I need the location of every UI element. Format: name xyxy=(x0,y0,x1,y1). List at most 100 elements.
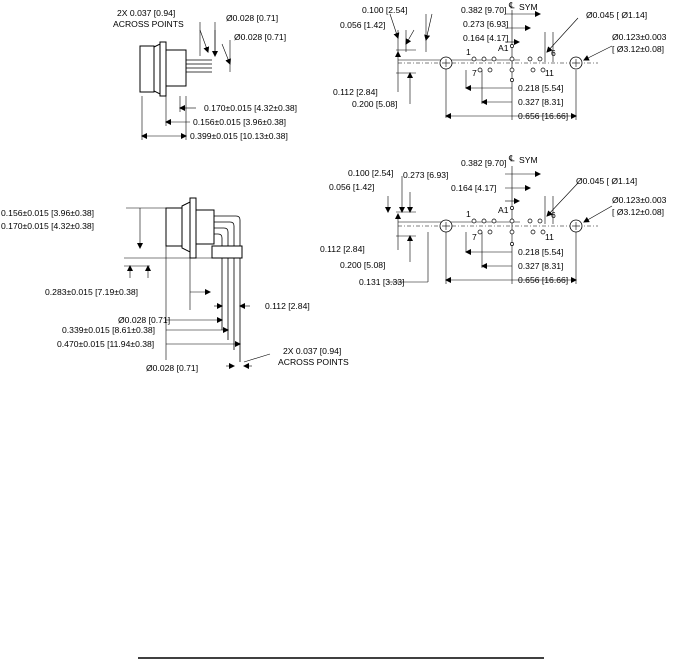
dim-0164-label: 0.164 [4.17] xyxy=(451,183,496,193)
pin-hole xyxy=(509,67,515,73)
footprint-view-2: 0.100 [2.54] 0.382 [9.70] 0.273 [6.93] 0… xyxy=(320,153,667,287)
pin-dia-label-2: Ø0.028 [0.71] xyxy=(146,363,198,373)
pin-hole xyxy=(527,56,533,62)
dim-0156-label: 0.156±0.015 [3.96±0.38] xyxy=(193,117,286,127)
connector-block xyxy=(165,49,187,87)
side-view-right-angle: 0.156±0.015 [3.96±0.38] 0.170±0.015 [4.3… xyxy=(1,197,349,373)
hole-small-label: Ø0.045 [ Ø1.14] xyxy=(576,176,637,186)
dim-0218-label: 0.218 [5.54] xyxy=(518,247,563,257)
dim-0112-label: 0.112 [2.84] xyxy=(265,301,310,311)
pin-11-label: 11 xyxy=(545,232,554,242)
across-points-label-2: ACROSS POINTS xyxy=(278,357,349,367)
sym-label: SYM xyxy=(519,155,538,165)
pin-hole xyxy=(527,218,533,224)
dim-0170-label: 0.170±0.015 [4.32±0.38] xyxy=(204,103,297,113)
connector-body xyxy=(139,45,155,93)
connector-shell xyxy=(181,201,191,253)
pin-hole xyxy=(487,67,493,73)
hole-large-label-2: [ Ø3.12±0.08] xyxy=(612,44,664,54)
pin-hole xyxy=(530,67,536,73)
sym-label: SYM xyxy=(519,2,538,12)
a1-label: A1 xyxy=(498,43,509,53)
dim-0218-label: 0.218 [5.54] xyxy=(518,83,563,93)
pin-hole xyxy=(509,229,515,235)
bent-pin xyxy=(214,221,235,350)
connector-flange xyxy=(159,41,167,97)
dim-0283-label: 0.283±0.015 [7.19±0.38] xyxy=(45,287,138,297)
pin-hole xyxy=(487,229,493,235)
pin-hole xyxy=(477,229,483,235)
dim-0273-label: 0.273 [6.93] xyxy=(403,170,448,180)
hole-large-label-2: [ Ø3.12±0.08] xyxy=(612,207,664,217)
pin-7-label: 7 xyxy=(472,232,477,242)
pin-hole xyxy=(510,206,514,210)
dim-0112-label: 0.112 [2.84] xyxy=(320,244,365,254)
connector-body xyxy=(165,207,183,247)
footprint-view-1: 0.100 [2.54] 0.056 [1.42] 0.382 [9.70] 0… xyxy=(333,0,667,121)
dim-0273-label: 0.273 [6.93] xyxy=(463,19,508,29)
dim-0327-label: 0.327 [8.31] xyxy=(518,97,563,107)
dim-0156-label: 0.156±0.015 [3.96±0.38] xyxy=(1,208,94,218)
dim-0056-label: 0.056 [1.42] xyxy=(340,20,385,30)
pin-7-label: 7 xyxy=(472,68,477,78)
a1-label: A1 xyxy=(498,205,509,215)
dim-0056-label: 0.056 [1.42] xyxy=(329,182,374,192)
pin-6-label: 6 xyxy=(551,210,556,220)
pin-hole xyxy=(481,218,487,224)
dim-0327-label: 0.327 [8.31] xyxy=(518,261,563,271)
across-points-label-1: 2X 0.037 [0.94] xyxy=(283,346,341,356)
pin-dia-label-1: Ø0.028 [0.71] xyxy=(226,13,278,23)
bent-pin xyxy=(214,233,223,330)
pin-hole xyxy=(491,218,497,224)
hole-large-label-1: Ø0.123±0.003 xyxy=(612,195,667,205)
dim-0112-label: 0.112 [2.84] xyxy=(333,87,378,97)
dim-0656-label: 0.656 [16.66] xyxy=(518,111,568,121)
pin-hole xyxy=(510,242,514,246)
connector-flange xyxy=(189,197,197,259)
pin-hole xyxy=(471,218,477,224)
bent-pin xyxy=(214,227,229,340)
dim-0164-label: 0.164 [4.17] xyxy=(463,33,508,43)
pin-hole xyxy=(537,56,543,62)
hole-small-label: Ø0.045 [ Ø1.14] xyxy=(586,10,647,20)
cl-symbol: ℄ xyxy=(508,153,515,163)
pin-hole xyxy=(540,67,546,73)
dim-0339-label: 0.339±0.015 [8.61±0.38] xyxy=(62,325,155,335)
across-points-label-2: ACROSS POINTS xyxy=(113,19,184,29)
dim-0100-label: 0.100 [2.54] xyxy=(348,168,393,178)
cl-symbol: ℄ xyxy=(508,0,515,10)
pin-hole xyxy=(481,56,487,62)
pin-hole xyxy=(477,67,483,73)
pin-hole xyxy=(509,218,515,224)
across-points-label-1: 2X 0.037 [0.94] xyxy=(117,8,175,18)
pin-hole xyxy=(491,56,497,62)
connector-block xyxy=(195,209,215,245)
pin-11-label: 11 xyxy=(545,68,554,78)
pin-hole xyxy=(537,218,543,224)
dim-0100-label: 0.100 [2.54] xyxy=(362,5,407,15)
pin-6-label: 6 xyxy=(551,48,556,58)
pin-hole xyxy=(471,56,477,62)
pin-1-label: 1 xyxy=(466,47,471,57)
bent-pin xyxy=(214,215,241,362)
pin-hole xyxy=(509,56,515,62)
dim-0382-label: 0.382 [9.70] xyxy=(461,158,506,168)
side-view-straight: 2X 0.037 [0.94] ACROSS POINTS Ø0.028 [0.… xyxy=(113,8,297,141)
pin-dia-label-2: Ø0.028 [0.71] xyxy=(234,32,286,42)
dim-0200-label: 0.200 [5.08] xyxy=(340,260,385,270)
dim-0131-label: 0.131 [3.33] xyxy=(359,277,404,287)
pin-dia-label: Ø0.028 [0.71] xyxy=(118,315,170,325)
dim-0200-label: 0.200 [5.08] xyxy=(352,99,397,109)
dim-0399-label: 0.399±0.015 [10.13±0.38] xyxy=(190,131,288,141)
pin-guide xyxy=(211,245,243,259)
pin-hole xyxy=(510,44,514,48)
pin-1-label: 1 xyxy=(466,209,471,219)
pin-hole xyxy=(530,229,536,235)
dim-0170-label: 0.170±0.015 [4.32±0.38] xyxy=(1,221,94,231)
pin-hole xyxy=(510,78,514,82)
hole-large-label-1: Ø0.123±0.003 xyxy=(612,32,667,42)
dim-0382-label: 0.382 [9.70] xyxy=(461,5,506,15)
pin-hole xyxy=(540,229,546,235)
dim-0470-label: 0.470±0.015 [11.94±0.38] xyxy=(57,339,154,349)
